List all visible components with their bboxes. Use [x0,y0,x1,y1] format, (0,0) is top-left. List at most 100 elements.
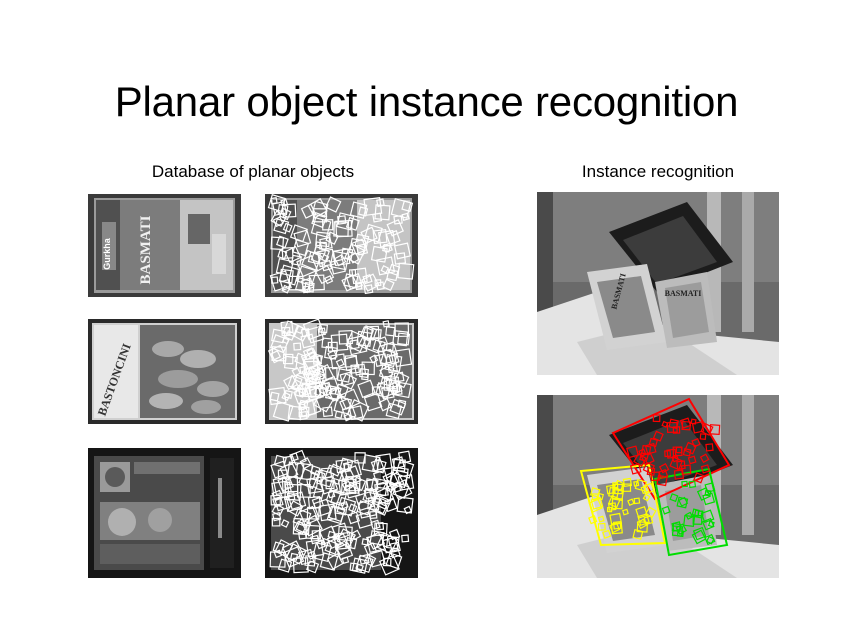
feature-square [690,418,697,425]
feature-square [293,520,308,535]
feature-square [684,441,697,455]
feature-square [272,496,284,508]
feature-square [282,546,305,568]
feature-square [281,476,299,493]
feature-square [590,496,604,510]
feature-square [270,494,282,506]
feature-square [607,494,621,509]
feature-square [394,322,410,338]
feature-square [349,562,359,572]
feature-square [357,379,376,399]
feature-square [292,517,310,536]
feature-square [357,206,369,217]
feature-square [305,384,322,402]
feature-square [693,472,705,484]
feature-square [699,453,710,464]
storybook-feature-overlay [265,448,418,578]
feature-square [648,437,659,448]
feature-square [358,554,370,565]
feature-square [350,529,362,541]
cluttered-scene-photo: BASMATI BASMATI [537,192,779,375]
feature-square [705,535,715,545]
svg-text:BASMATI: BASMATI [138,215,154,284]
feature-square [650,471,661,482]
feature-square [640,484,650,495]
feature-square [609,512,623,526]
feature-square [293,342,302,351]
feature-square [393,242,411,260]
feature-square [373,522,388,537]
feature-square [292,508,312,528]
feature-square [632,528,644,540]
feature-square [315,469,335,488]
feature-square [351,557,368,574]
feature-square [334,253,347,267]
feature-square [348,405,364,421]
svg-text:Gurkha: Gurkha [102,237,112,270]
feature-square [382,278,395,292]
feature-square [378,397,392,412]
database-image-storybook [88,448,241,578]
feature-square [315,231,331,248]
feature-square [700,422,714,436]
feature-square [343,413,352,422]
feature-square [369,354,379,364]
svg-text:BASMATI: BASMATI [665,289,702,298]
feature-square [385,377,398,390]
feature-square [397,262,415,280]
feature-square [283,494,302,513]
feature-square [622,483,632,492]
feature-square [401,534,410,543]
feature-square [635,505,649,519]
feature-square [675,446,683,454]
feature-square [685,511,694,520]
feature-square [606,484,616,495]
feature-square [282,320,300,338]
feature-square [366,325,380,339]
feature-square [363,392,383,412]
yellow-detection-box [579,463,667,547]
feature-square [341,556,350,564]
feature-square [270,196,278,205]
feature-square [371,496,381,506]
feature-square [626,445,639,459]
feature-square [681,420,692,431]
feature-square [391,479,413,501]
feature-square [306,325,325,344]
database-features-bastoncini [265,319,418,424]
feature-square [678,496,689,507]
feature-square [658,462,670,474]
feature-square [284,245,302,264]
feature-square [393,215,403,225]
feature-square [333,221,350,238]
feature-square [375,502,388,515]
feature-square [608,502,617,511]
feature-square [611,488,625,502]
storybook-photo [88,448,241,578]
feature-square [370,245,388,263]
feature-square [298,399,316,417]
feature-square [290,374,312,395]
feature-square [314,264,335,285]
feature-square [700,464,711,474]
feature-square [375,453,393,471]
feature-square [382,557,392,567]
feature-square [307,198,328,219]
feature-square [287,374,303,391]
feature-square [319,236,333,251]
feature-square [666,448,677,459]
feature-square [597,522,606,531]
feature-square [629,463,642,475]
feature-square [312,391,335,413]
feature-square [305,539,324,558]
red-detection-box [611,397,731,501]
feature-square [612,521,622,530]
feature-square [283,389,293,400]
feature-square [355,554,374,574]
feature-square [397,332,411,346]
feature-square [597,515,605,523]
feature-square [313,384,328,398]
feature-square [334,540,351,556]
feature-square [382,471,399,488]
feature-square [359,326,375,341]
